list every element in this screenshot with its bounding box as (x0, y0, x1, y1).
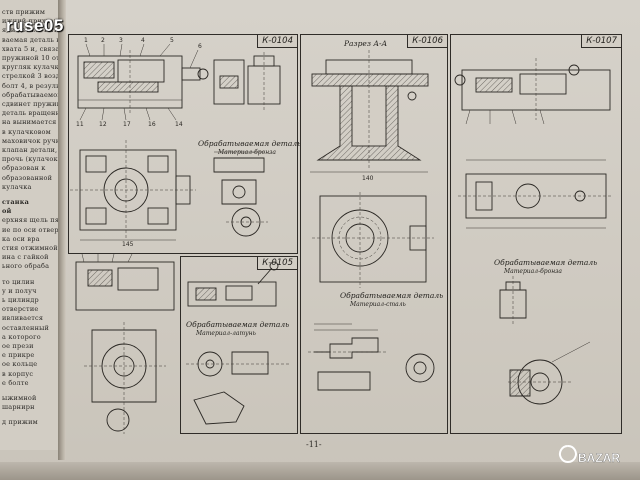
left-column-line: станка (2, 198, 30, 206)
drawing-k0107-front (454, 58, 611, 125)
left-column-line: у и получ (2, 286, 37, 295)
left-column-line: стия отжимной (2, 244, 58, 252)
drawing-k0106-plan (312, 192, 434, 288)
left-column-line: я, и деталь вытягив (2, 26, 62, 35)
drawing-lower-left (75, 253, 175, 434)
drawing-k0104-part (213, 151, 268, 237)
svg-text:1: 1 (84, 37, 88, 44)
left-column-line: ь цилиндр (2, 296, 39, 304)
left-column-line: д прижим (2, 418, 38, 427)
svg-text:6: 6 (198, 43, 202, 50)
svg-text:145: 145 (122, 241, 134, 248)
left-column-line: в корпус (2, 369, 34, 378)
left-column-line: а которого (2, 332, 41, 341)
panel-caption: Обрабатываемая деталь (340, 291, 444, 300)
page-bottom-edge (0, 462, 640, 480)
left-column-line: то цилин (2, 277, 35, 286)
drawing-k0107-part (499, 276, 591, 405)
left-column-line: ыжимной (2, 394, 37, 402)
svg-text:5: 5 (170, 37, 174, 44)
svg-text:16: 16 (148, 121, 156, 128)
left-column-line: болт 4, в результате (2, 81, 62, 90)
left-column-line: на вынимается (2, 118, 57, 127)
left-column-line: клапан детали, (2, 146, 58, 154)
left-column-line: обрабатываемой (2, 90, 62, 99)
left-column-line: образованной (2, 173, 53, 182)
panel-k0104: К-0104 (68, 34, 298, 254)
left-column-line: в кулачковом (2, 127, 51, 136)
left-column-line: кулачка (2, 182, 32, 191)
left-column-line: ина с гайкой (2, 253, 49, 262)
left-column-line: ка оси вра (2, 234, 40, 243)
panel-tag: К-0106 (407, 35, 447, 48)
left-column-line: пружиной 10 от (2, 54, 60, 62)
panel-caption: Обрабатываемая деталь (198, 139, 302, 148)
svg-text:4: 4 (141, 37, 145, 44)
svg-text:11: 11 (76, 121, 84, 128)
drawing-k0104-side (213, 52, 281, 110)
drawing-k0107-plan (458, 159, 612, 229)
svg-text:17: 17 (123, 121, 131, 128)
left-column-line: прочь (кулачок (2, 155, 58, 164)
left-column-line: е прикре (2, 351, 35, 360)
left-column-line: ижний прихват осво (2, 17, 62, 26)
left-column-line: ьного обраба (2, 262, 50, 271)
panel-k0106: К-0106 (300, 34, 448, 434)
panel-tag: К-0104 (257, 35, 297, 48)
left-column-line: шарнирн (2, 403, 35, 412)
left-column-line: оставленный (2, 323, 50, 332)
left-column-line: ое кольце (2, 360, 38, 369)
drawing-k0106-part (308, 323, 435, 391)
panel-tag: К-0107 (581, 35, 621, 48)
panel-caption: Обрабатываемая деталь (494, 258, 598, 267)
page-number: -11- (306, 440, 322, 449)
svg-text:2: 2 (101, 37, 105, 44)
left-column-line: сдвинет пружину (2, 100, 62, 108)
watermark: ruse05 (6, 16, 64, 35)
book-gutter (58, 0, 66, 460)
bazar-logo: BAZAR (559, 445, 620, 465)
panel-k0107: К-0107 (450, 34, 622, 434)
svg-text:BAZAR: BAZAR (578, 451, 620, 465)
drawing-k0104-plan: 145 (70, 140, 196, 248)
panel-material: Материал-латунь (196, 330, 256, 337)
section-title: Разрез А-А (344, 39, 388, 48)
left-column-line: ерхняя щель пяти (2, 216, 62, 225)
panel-material: Материал-сталь (350, 301, 406, 308)
svg-text:12: 12 (99, 121, 107, 128)
left-column-line: ой (2, 207, 12, 216)
left-column-line: хвата 5 и, связан (2, 44, 62, 53)
left-column-line: кругляк кулачка (2, 63, 62, 72)
left-column-line: ваемая деталь непод (2, 35, 62, 44)
left-column-line: ие по оси отвер (2, 225, 59, 234)
left-column-line: отверстие (2, 305, 39, 314)
left-column-line: е болте (2, 378, 29, 387)
left-column-line: маховичок ручкой (2, 136, 62, 145)
svg-text:3: 3 (119, 37, 123, 44)
left-column-line: ое прези (2, 342, 34, 350)
panel-caption: Обрабатываемая деталь (186, 320, 290, 329)
svg-text:14: 14 (175, 121, 183, 128)
drawing-k0105-part (186, 351, 290, 425)
svg-text:140: 140 (362, 175, 374, 182)
left-column-line: ств прижим (2, 8, 46, 16)
left-column-line: ивливается (2, 314, 44, 323)
left-column-line: деталь вращением (2, 109, 62, 118)
drawing-k0105-front (187, 261, 279, 307)
drawing-k0106-section: 140 (310, 50, 429, 182)
panel-material: Материал-бронза (504, 268, 563, 275)
left-column-line: образован к (2, 164, 46, 173)
left-column-line: стрелкой 3 воздействия (2, 72, 62, 81)
panel-material: Материал-бронза (218, 149, 277, 156)
